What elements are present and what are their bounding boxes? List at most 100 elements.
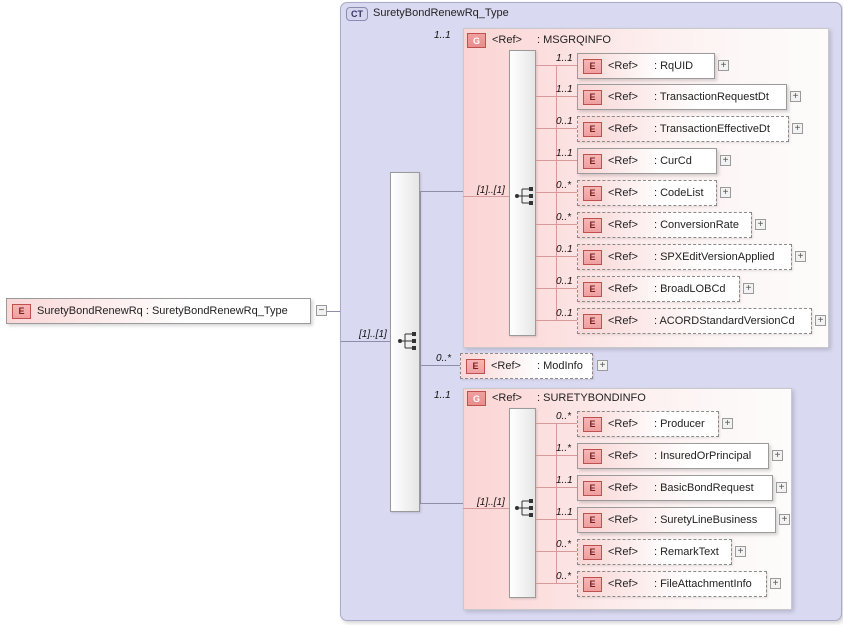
element-node-remarktext[interactable]: E <Ref> : RemarkText	[577, 539, 732, 565]
expand-toggle[interactable]: +	[597, 360, 608, 371]
element-node-codelist[interactable]: E <Ref> : CodeList	[577, 180, 717, 206]
child-cardinality: 0..1	[556, 276, 573, 287]
element-name-label: : TransactionEffectiveDt	[653, 123, 770, 135]
connector-branch-modinfo	[420, 365, 460, 366]
connector-msgrqinfo-child	[536, 192, 577, 193]
element-name-label: : CodeList	[653, 187, 704, 199]
element-name-label: : ConversionRate	[653, 219, 739, 231]
connector-suretybondinfo-seq-in	[463, 508, 509, 509]
connector-msgrqinfo-child	[536, 96, 577, 97]
element-ref-label: <Ref>	[608, 251, 638, 263]
expand-toggle[interactable]: +	[722, 418, 733, 429]
expand-toggle[interactable]: +	[772, 450, 783, 461]
element-ref-label: <Ref>	[608, 123, 638, 135]
element-node-broadlobcd[interactable]: E <Ref> : BroadLOBCd	[577, 276, 740, 302]
connector-msgrqinfo-child	[536, 160, 577, 161]
element-node-spxeditversionapplied[interactable]: E <Ref> : SPXEditVersionApplied	[577, 244, 792, 270]
element-badge-icon: E	[583, 58, 602, 74]
element-name-label: : ModInfo	[536, 360, 583, 372]
connector-msgrqinfo-trunk	[556, 65, 557, 321]
element-node-insuredorprincipal[interactable]: E <Ref> : InsuredOrPrincipal	[577, 443, 769, 469]
element-name-label: : Producer	[653, 418, 705, 430]
element-badge-icon: E	[583, 416, 602, 432]
element-node-producer[interactable]: E <Ref> : Producer	[577, 411, 719, 437]
element-node-curcd[interactable]: E <Ref> : CurCd	[577, 148, 717, 174]
connector-branch-trunk	[420, 191, 421, 504]
connector-msgrqinfo-child	[536, 288, 577, 289]
element-badge-icon: E	[583, 217, 602, 233]
sequence-compositor-icon-suretybondinfo	[515, 499, 533, 517]
expand-toggle[interactable]: +	[770, 578, 781, 589]
connector-suretybondinfo-child	[536, 583, 577, 584]
expand-toggle[interactable]: +	[795, 251, 806, 262]
expand-toggle[interactable]: +	[718, 60, 729, 71]
element-node-basicbondrequest[interactable]: E <Ref> : BasicBondRequest	[577, 475, 773, 501]
expand-toggle[interactable]: +	[776, 482, 787, 493]
element-badge-icon: E	[583, 313, 602, 329]
expand-toggle[interactable]: +	[720, 155, 731, 166]
element-badge-icon: E	[583, 281, 602, 297]
child-cardinality: 1..1	[556, 84, 573, 95]
element-ref-label: <Ref>	[608, 418, 638, 430]
element-name-label: : InsuredOrPrincipal	[653, 450, 752, 462]
group-badge-icon-suretybondinfo: G	[467, 391, 486, 406]
connector-suretybondinfo-child	[536, 551, 577, 552]
group-ref-label-msgrqinfo: <Ref>	[492, 34, 522, 46]
complex-type-badge-icon: CT	[346, 7, 368, 21]
element-badge-icon: E	[583, 249, 602, 265]
expand-toggle[interactable]: +	[792, 123, 803, 134]
child-cardinality: 0..*	[556, 411, 572, 422]
expand-toggle[interactable]: +	[779, 514, 790, 525]
element-node-modinfo[interactable]: E <Ref> : ModInfo	[460, 353, 593, 379]
group-cardinality-msgrqinfo: 1..1	[434, 30, 451, 41]
child-cardinality: 0..1	[556, 116, 573, 127]
element-node-fileattachmentinfo[interactable]: E <Ref> : FileAttachmentInfo	[577, 571, 767, 597]
expand-toggle[interactable]: +	[735, 546, 746, 557]
element-ref-label: <Ref>	[608, 219, 638, 231]
root-element-label: SuretyBondRenewRq : SuretyBondRenewRq_Ty…	[37, 305, 288, 317]
element-badge-icon: E	[583, 121, 602, 137]
sequence-compositor-icon-root	[398, 332, 416, 350]
element-ref-label: <Ref>	[608, 283, 638, 295]
element-ref-label: <Ref>	[608, 450, 638, 462]
element-ref-label: <Ref>	[608, 91, 638, 103]
element-badge-icon: E	[583, 576, 602, 592]
root-sequence-cardinality: [1]..[1]	[359, 329, 387, 340]
expand-toggle[interactable]: +	[743, 283, 754, 294]
element-ref-label: <Ref>	[608, 187, 638, 199]
element-ref-label: <Ref>	[608, 315, 638, 327]
child-cardinality: 1..*	[556, 443, 572, 454]
connector-msgrqinfo-child	[536, 128, 577, 129]
element-name-label: : CurCd	[653, 155, 692, 167]
expand-toggle[interactable]: +	[720, 187, 731, 198]
element-node-acordstandardversioncd[interactable]: E <Ref> : ACORDStandardVersionCd	[577, 308, 812, 334]
element-node-suretylinebusiness[interactable]: E <Ref> : SuretyLineBusiness	[577, 507, 776, 533]
group-badge-icon-msgrqinfo: G	[467, 33, 486, 48]
group-sequence-cardinality-msgrqinfo: [1]..[1]	[477, 185, 505, 196]
child-cardinality: 0..*	[556, 571, 572, 582]
element-node-transactioneffectivedt[interactable]: E <Ref> : TransactionEffectiveDt	[577, 116, 789, 142]
element-ref-label: <Ref>	[491, 360, 521, 372]
element-badge-icon: E	[466, 358, 485, 374]
element-badge-icon: E	[583, 544, 602, 560]
connector-branch-msgrqinfo	[420, 191, 463, 192]
element-name-label: : SuretyLineBusiness	[653, 514, 758, 526]
child-cardinality: 0..*	[556, 180, 572, 191]
expand-toggle[interactable]: +	[815, 315, 826, 326]
root-collapse-toggle[interactable]: −	[316, 305, 327, 316]
child-cardinality: 0..*	[556, 212, 572, 223]
expand-toggle[interactable]: +	[755, 219, 766, 230]
child-cardinality: 0..1	[556, 308, 573, 319]
element-ref-label: <Ref>	[608, 482, 638, 494]
element-node-rquid[interactable]: E <Ref> : RqUID	[577, 53, 715, 79]
element-badge-icon: E	[583, 512, 602, 528]
element-name-label: : RemarkText	[653, 546, 719, 558]
element-node-transactionrequestdt[interactable]: E <Ref> : TransactionRequestDt	[577, 84, 787, 110]
expand-toggle[interactable]: +	[790, 91, 801, 102]
element-node-conversionrate[interactable]: E <Ref> : ConversionRate	[577, 212, 752, 238]
connector-suretybondinfo-child	[536, 455, 577, 456]
root-element-node[interactable]: E SuretyBondRenewRq : SuretyBondRenewRq_…	[6, 298, 311, 324]
connector-suretybondinfo-trunk	[556, 423, 557, 583]
element-name-label: : SPXEditVersionApplied	[653, 251, 775, 263]
connector-branch-suretybondinfo	[420, 503, 463, 504]
